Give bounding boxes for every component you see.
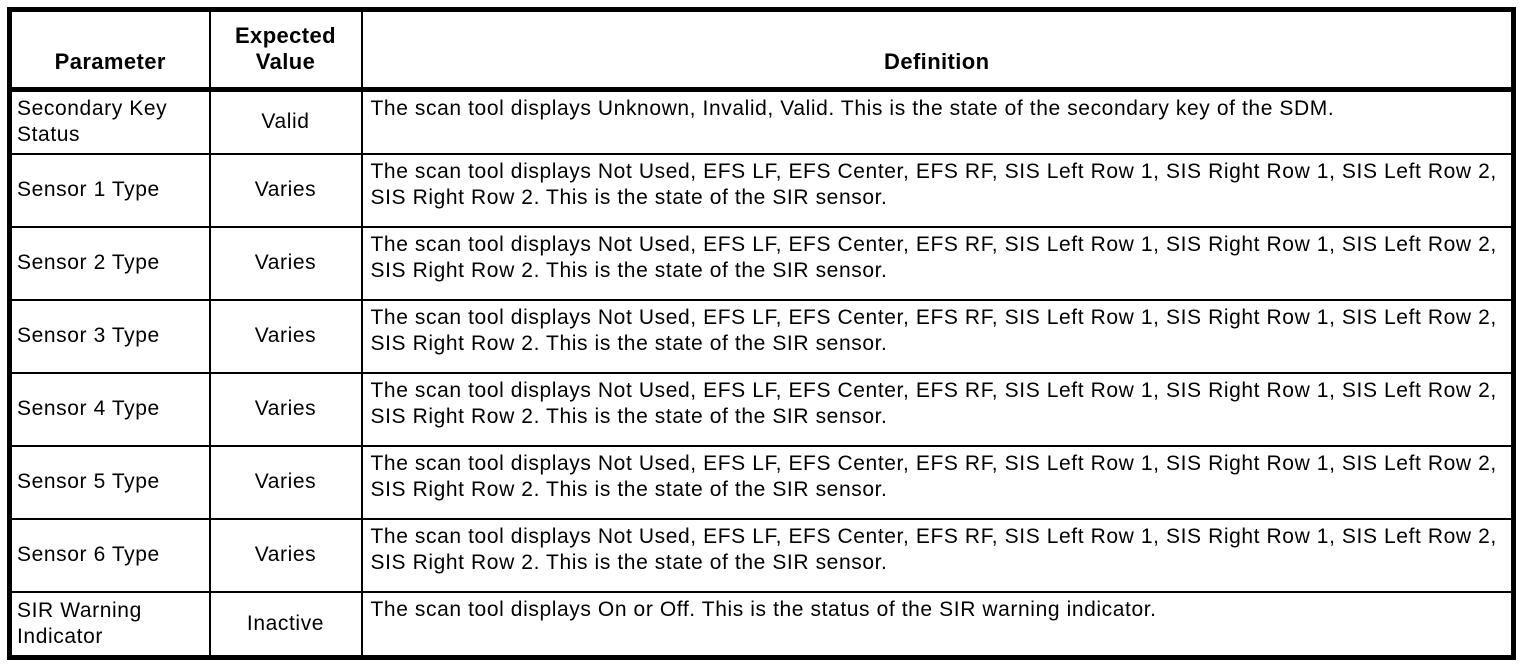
expected-value-cell: Varies <box>208 152 363 228</box>
expected-value-cell: Varies <box>208 444 363 520</box>
parameter-cell: Sensor 3 Type <box>8 298 211 374</box>
column-header-parameter: Parameter <box>8 8 211 92</box>
definition-cell: The scan tool displays Not Used, EFS LF,… <box>360 298 1515 374</box>
table-row: Sensor 2 Type Varies The scan tool displ… <box>8 225 1515 301</box>
parameter-definition-table: Parameter Expected Value Definition Seco… <box>7 7 1516 660</box>
table-row: Secondary Key Status Valid The scan tool… <box>8 88 1515 155</box>
expected-value-cell: Varies <box>208 225 363 301</box>
definition-cell: The scan tool displays Unknown, Invalid,… <box>360 88 1515 155</box>
definition-cell: The scan tool displays On or Off. This i… <box>360 590 1515 659</box>
parameter-cell: Sensor 5 Type <box>8 444 211 520</box>
parameter-cell: Sensor 4 Type <box>8 371 211 447</box>
parameter-cell: SIR Warning Indicator <box>8 590 211 659</box>
definition-cell: The scan tool displays Not Used, EFS LF,… <box>360 444 1515 520</box>
table-row: SIR Warning Indicator Inactive The scan … <box>8 590 1515 659</box>
expected-value-cell: Varies <box>208 298 363 374</box>
definition-cell: The scan tool displays Not Used, EFS LF,… <box>360 225 1515 301</box>
definition-cell: The scan tool displays Not Used, EFS LF,… <box>360 371 1515 447</box>
expected-value-cell: Inactive <box>208 590 363 659</box>
parameter-cell: Sensor 1 Type <box>8 152 211 228</box>
table-row: Sensor 5 Type Varies The scan tool displ… <box>8 444 1515 520</box>
parameter-cell: Sensor 2 Type <box>8 225 211 301</box>
table-row: Sensor 1 Type Varies The scan tool displ… <box>8 152 1515 228</box>
definition-cell: The scan tool displays Not Used, EFS LF,… <box>360 152 1515 228</box>
table-row: Sensor 3 Type Varies The scan tool displ… <box>8 298 1515 374</box>
table-row: Sensor 6 Type Varies The scan tool displ… <box>8 517 1515 593</box>
table-row: Sensor 4 Type Varies The scan tool displ… <box>8 371 1515 447</box>
parameter-cell: Sensor 6 Type <box>8 517 211 593</box>
column-header-definition: Definition <box>360 8 1515 92</box>
expected-value-cell: Varies <box>208 371 363 447</box>
definition-cell: The scan tool displays Not Used, EFS LF,… <box>360 517 1515 593</box>
table-header-row: Parameter Expected Value Definition <box>8 8 1515 92</box>
expected-value-cell: Valid <box>208 88 363 155</box>
expected-value-cell: Varies <box>208 517 363 593</box>
column-header-expected-value: Expected Value <box>208 8 363 92</box>
parameter-cell: Secondary Key Status <box>8 88 211 155</box>
